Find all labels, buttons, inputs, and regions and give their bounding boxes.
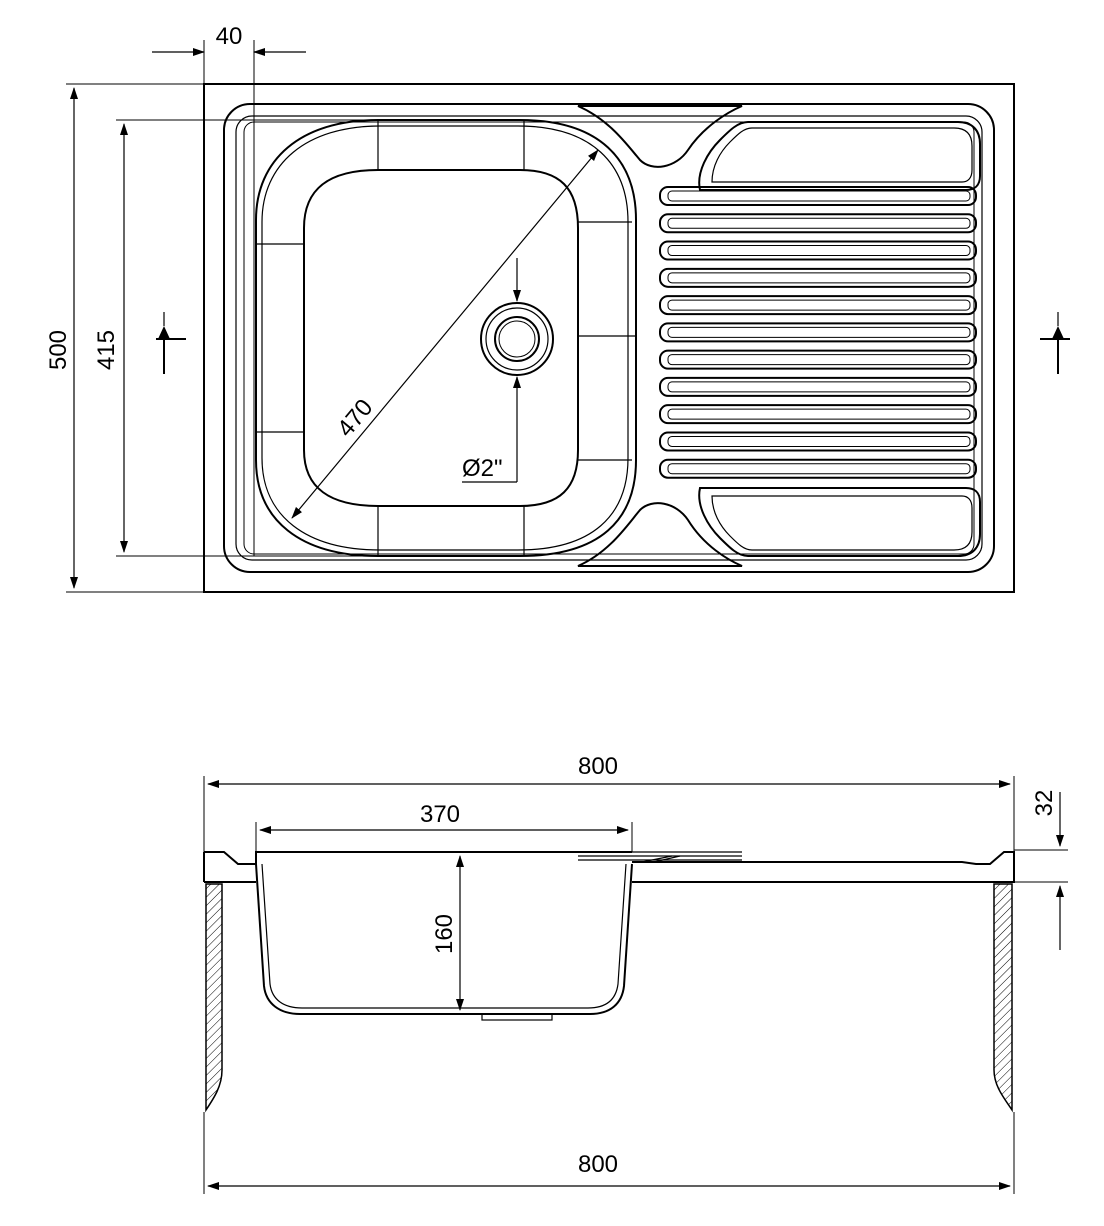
dim-overall-width-top: 800 <box>203 753 1015 852</box>
drainer-groove <box>659 404 977 425</box>
dim-overall-width-top-label: 800 <box>578 753 618 780</box>
sink-rim-outer <box>223 103 995 573</box>
dim-drain-diameter-label: Ø2" <box>462 455 503 482</box>
dim-bowl-height: 160 <box>431 855 464 1011</box>
drain-outline <box>480 302 554 376</box>
top-view: 40 500 415 470 Ø2" <box>45 23 1070 593</box>
drain-section <box>481 1013 553 1021</box>
drainer-groove <box>659 322 977 343</box>
dim-overall-depth: 500 <box>45 83 204 593</box>
dim-overall-width-bottom: 800 <box>203 1112 1015 1194</box>
drainer-board <box>659 121 981 557</box>
drainer-groove-inner <box>667 381 971 393</box>
dim-drain-diameter: Ø2" <box>462 258 521 483</box>
dim-bowl-width-label: 370 <box>420 801 460 828</box>
section-marker-left <box>156 312 186 374</box>
drainer-groove <box>659 240 977 261</box>
dim-rim-height-label: 32 <box>1031 790 1058 817</box>
drainer-groove <box>659 349 977 370</box>
drainer-groove-inner <box>667 245 971 257</box>
drainer-groove-inner <box>667 190 971 202</box>
drainer-groove-inner <box>667 354 971 366</box>
drainer-groove-inner <box>667 299 971 311</box>
dim-bowl-width: 370 <box>255 801 633 852</box>
bowl-top <box>255 119 637 557</box>
sink-rim-inner <box>235 115 983 561</box>
dim-rim-offset: 40 <box>152 23 306 556</box>
drainer-groove <box>659 431 977 452</box>
drainer-groove-inner <box>667 408 971 420</box>
dim-rim-offset-label: 40 <box>216 23 243 50</box>
dim-overall-width-bottom-label: 800 <box>578 1151 618 1178</box>
bowl-section <box>255 863 633 1015</box>
cabinet-wall-left <box>205 883 223 1113</box>
drainer-groove-inner <box>667 463 971 475</box>
section-view: 800 370 160 32 800 <box>203 753 1068 1194</box>
drainer-groove-inner <box>667 272 971 284</box>
countertop-outline <box>203 83 1015 593</box>
section-marker-right <box>1040 312 1070 374</box>
drainer-groove <box>659 267 977 288</box>
drainer-groove <box>659 458 977 479</box>
drainer-grooves <box>659 186 977 479</box>
drainer-groove <box>659 213 977 234</box>
dim-bowl-depth: 415 <box>93 119 378 557</box>
dim-overall-depth-label: 500 <box>45 330 72 370</box>
drainer-groove <box>659 186 977 206</box>
drainer-groove <box>659 295 977 316</box>
dim-bowl-height-label: 160 <box>431 914 458 954</box>
drainer-groove-inner <box>667 217 971 229</box>
dim-bowl-diagonal-label: 470 <box>332 394 378 442</box>
dim-bowl-depth-label: 415 <box>93 330 120 370</box>
dim-rim-height: 32 <box>1014 790 1068 950</box>
drainer-groove-inner <box>667 326 971 338</box>
drainer-groove <box>659 376 977 397</box>
drainer-groove-inner <box>667 435 971 447</box>
cabinet-wall-right <box>993 883 1013 1113</box>
